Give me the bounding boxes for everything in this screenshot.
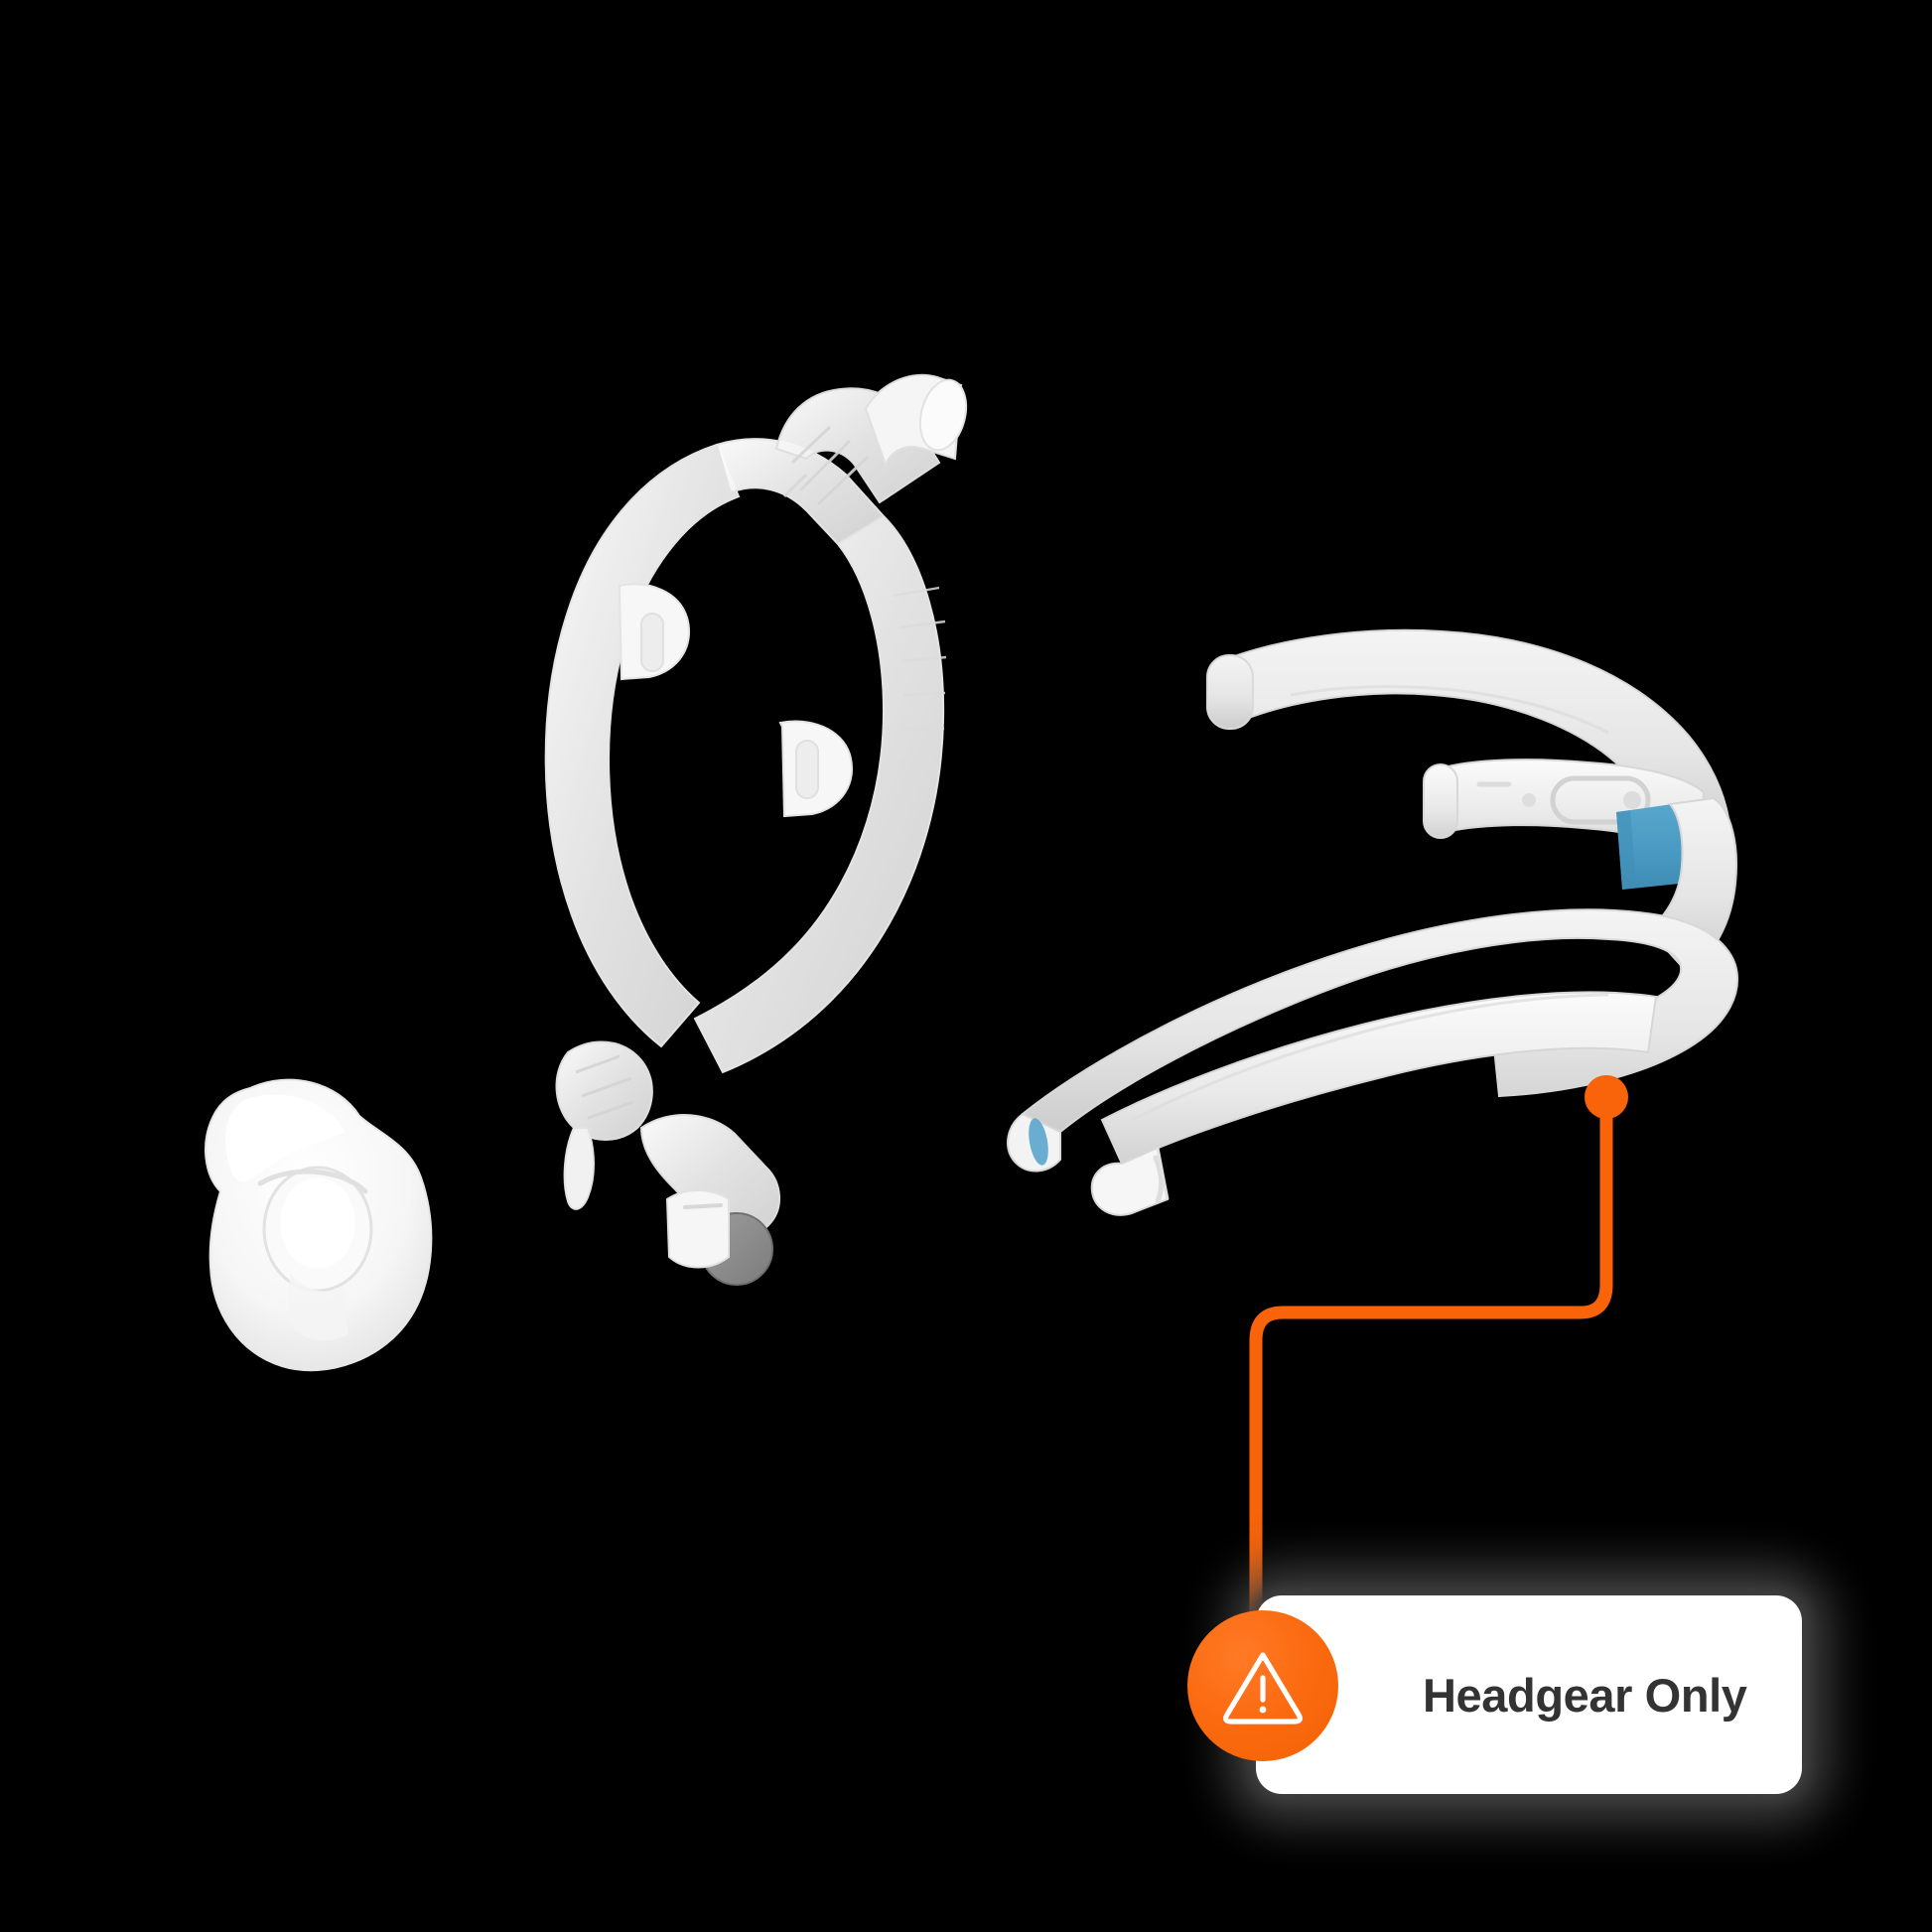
part-nasal-cushion [205,1078,433,1372]
callout-warning-badge[interactable] [1187,1610,1338,1761]
part-headgear [1007,628,1739,1216]
callout-label: Headgear Only [1423,1668,1747,1722]
strap-tip-blue-slit [1029,1118,1048,1166]
part-mask-frame [544,373,968,1286]
callout-card[interactable]: Headgear Only [1256,1595,1802,1794]
warning-triangle-icon [1223,1652,1303,1725]
